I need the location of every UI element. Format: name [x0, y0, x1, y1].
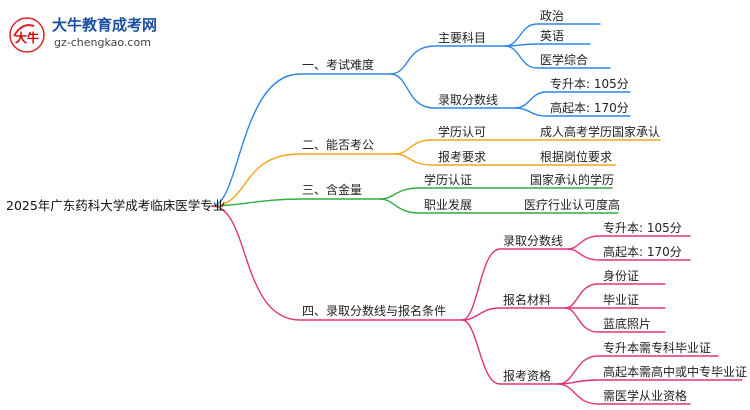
leaf-score-2-2: 高起本: 170分 [603, 245, 682, 259]
leaf-material-2: 毕业证 [603, 293, 640, 307]
link-b3-c2 [379, 198, 619, 214]
link-b1c2-l1 [514, 91, 631, 109]
link-b1c1-l2 [504, 43, 591, 47]
link-b4c1-l1 [567, 235, 691, 250]
node-application-materials: 报名材料 [503, 293, 552, 307]
branch-civil-service: 二、能否考公 [302, 138, 375, 152]
link-b2-c2 [394, 153, 616, 166]
leaf-score-2: 高起本: 170分 [550, 101, 629, 115]
leaf-career-development: 医疗行业认可度高 [524, 198, 621, 212]
root-topic: 2025年广东药科大学成考临床医学专业 [6, 198, 226, 213]
node-application-requirement: 报考要求 [438, 150, 487, 164]
branch-score-and-requirements: 四、录取分数线与报名条件 [302, 304, 447, 318]
link-b1-c2 [389, 73, 516, 109]
link-b1-c1 [389, 45, 506, 75]
leaf-degree-recognition: 成人高考学历国家承认 [540, 125, 661, 139]
branch-exam-difficulty: 一、考试难度 [302, 58, 375, 72]
link-root-b2 [211, 153, 396, 207]
leaf-eligibility-2: 高起本需高中或中专毕业证 [603, 365, 748, 379]
link-b4-c1 [461, 248, 569, 321]
link-b1c2-l2 [514, 107, 631, 117]
leaf-application-requirement: 根据岗位要求 [540, 150, 613, 164]
link-b2-c1 [394, 139, 661, 155]
node-main-subjects: 主要科目 [438, 31, 487, 45]
link-root-b4 [211, 205, 463, 321]
site-logo[interactable]: 大牛 大牛教育成考网 gz-chengkao.com [8, 12, 178, 54]
node-degree-recognition: 学历认可 [438, 125, 487, 139]
logo-brand-name: 大牛教育成考网 [52, 16, 158, 34]
link-b1c1-l3 [504, 45, 611, 69]
node-degree-certification: 学历认证 [424, 173, 473, 187]
link-b3-c1 [379, 187, 613, 200]
link-b4c2-l3 [564, 307, 666, 333]
logo-site-url: gz-chengkao.com [54, 36, 151, 49]
leaf-eligibility-1: 专升本需专科毕业证 [603, 341, 712, 355]
link-b4-c2 [461, 307, 566, 321]
logo-mark-text: 大牛 [15, 30, 39, 45]
node-admission-score: 录取分数线 [438, 93, 499, 107]
leaf-eligibility-3: 需医学从业资格 [603, 389, 688, 403]
niu-logo-icon: 大牛 [9, 17, 45, 53]
leaf-subject-1: 政治 [540, 9, 565, 23]
link-b4c3-l2 [557, 379, 743, 385]
link-b4c1-l2 [567, 248, 691, 261]
leaf-score-1: 专升本: 105分 [550, 77, 629, 91]
link-root-b3 [211, 198, 381, 207]
link-b1c1-l1 [504, 23, 601, 47]
node-eligibility: 报考资格 [503, 369, 552, 383]
leaf-score-2-1: 专升本: 105分 [603, 221, 682, 235]
link-root-b1 [211, 73, 391, 207]
leaf-material-3: 蓝底照片 [603, 317, 652, 331]
link-b4-c3 [461, 319, 559, 385]
branch-value: 三、含金量 [302, 183, 363, 197]
node-career-development: 职业发展 [424, 198, 473, 212]
leaf-material-1: 身份证 [603, 269, 640, 283]
leaf-degree-certification: 国家承认的学历 [530, 173, 615, 187]
link-b4c3-l1 [557, 355, 719, 385]
leaf-subject-3: 医学综合 [540, 53, 589, 67]
leaf-subject-2: 英语 [540, 29, 565, 43]
link-b4c2-l1 [564, 283, 666, 309]
link-b4c3-l3 [557, 383, 691, 405]
node-admission-score-2: 录取分数线 [503, 234, 564, 248]
